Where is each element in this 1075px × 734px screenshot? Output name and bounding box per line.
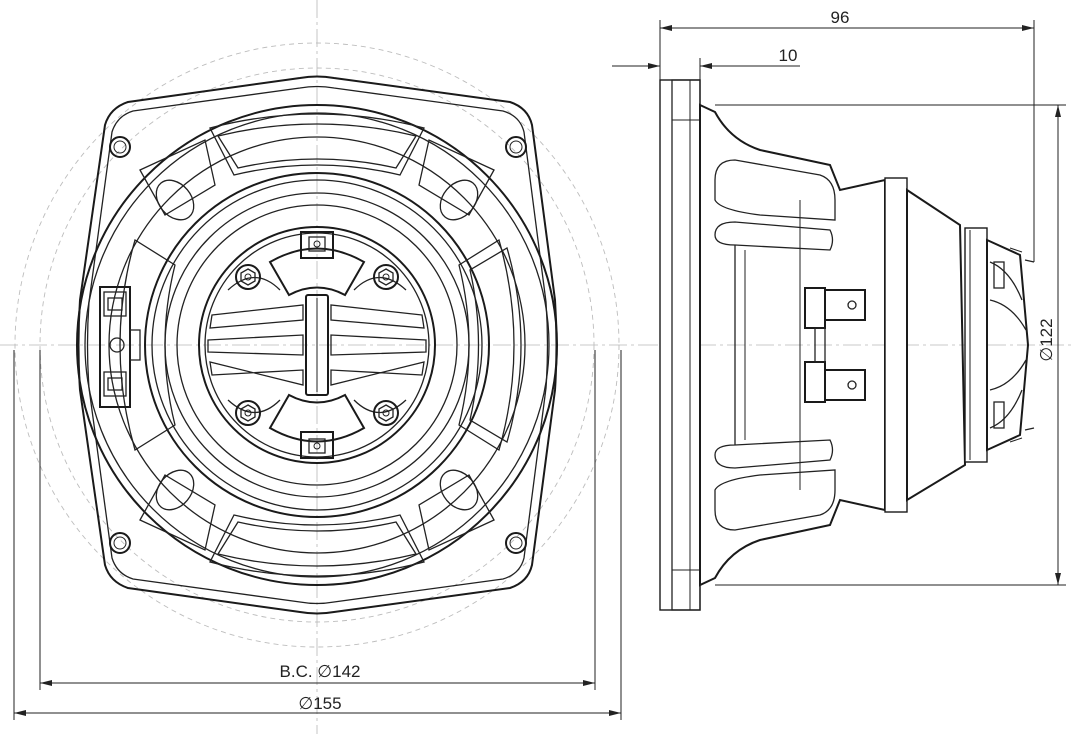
phase-plug: [207, 247, 427, 443]
outer-diameter-label: ∅155: [298, 694, 341, 713]
side-terminal-lower: [804, 361, 866, 403]
heatsink: [986, 238, 1035, 452]
basket-rib-top: [714, 159, 836, 221]
outer-diameter-ghost-circle: [14, 42, 620, 648]
magnet-diameter-label: ∅122: [1037, 318, 1056, 361]
side-terminal-upper: [804, 287, 866, 329]
mounting-hole-top-right: [505, 136, 527, 158]
front-view: B.C. ∅142 ∅155: [0, 0, 640, 734]
basket-ring-1: [76, 104, 558, 586]
motor-top-plate: [884, 177, 908, 513]
phase-plug-ring: [198, 226, 436, 464]
mounting-hole-bottom-right: [505, 532, 527, 554]
surround-outer: [144, 172, 490, 518]
bolt-circle-ghost: [39, 67, 595, 623]
mounting-hole-top-left: [109, 136, 131, 158]
screw-bottom-right: [373, 400, 399, 426]
terminal-block: [99, 286, 141, 408]
screw-top-right: [373, 264, 399, 290]
side-view: 96 10 ∅122: [612, 8, 1075, 611]
screw-bottom-left: [235, 400, 261, 426]
bolt-circle-label: B.C. ∅142: [280, 662, 361, 681]
basket-rib-bottom: [714, 469, 836, 531]
cone-inner: [176, 204, 458, 486]
motor-back-housing: [906, 188, 967, 502]
basket-ring-2: [84, 112, 550, 578]
basket-rib-mid-top: [714, 221, 834, 251]
mounting-hole-bottom-left: [109, 532, 131, 554]
basket-frame-outer: [77, 75, 558, 615]
mounting-flange: [659, 79, 701, 611]
magnet-ring: [964, 227, 988, 463]
center-tab-bottom: [300, 431, 334, 459]
depth-label: 96: [831, 8, 850, 27]
flange-thickness-label: 10: [779, 46, 798, 65]
basket-windows: [119, 113, 522, 577]
surround-mid: [151, 179, 483, 511]
basket-frame-inner: [86, 85, 549, 605]
screw-top-left: [235, 264, 261, 290]
basket-rib-mid-bottom: [714, 439, 834, 469]
basket-ring-3: [108, 136, 526, 554]
center-tab-top: [300, 231, 334, 259]
